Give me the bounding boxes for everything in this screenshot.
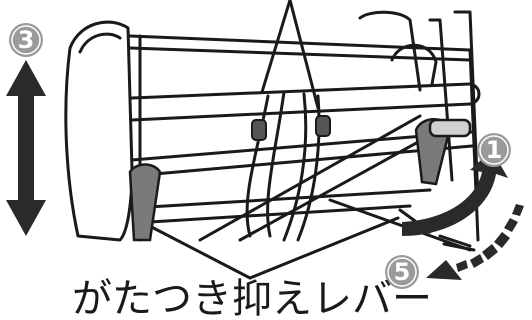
lower-hatch: [438, 234, 476, 252]
strap-right-2: [282, 92, 308, 242]
curved-rotate-arrow: [402, 150, 508, 236]
vertical-double-arrow: [6, 60, 46, 236]
step-marker-5: 5: [385, 255, 419, 289]
step-number-5: 5: [394, 258, 411, 286]
stroller-frame: [64, 0, 481, 280]
pointer-line-top: [260, 0, 292, 94]
right-frame: [453, 10, 480, 202]
cross-brace: [328, 198, 472, 252]
buckle-right: [315, 115, 331, 137]
pointer-line-bottom: [136, 218, 252, 280]
middle-rail-bottom: [130, 144, 474, 178]
diagonal-bar: [198, 114, 422, 242]
lower-rail-2: [148, 204, 412, 224]
seat-back-inner: [78, 32, 122, 54]
middle-rail-top: [130, 130, 474, 162]
pointer-line-bottom-2: [248, 216, 400, 280]
seat-back-panel: [64, 20, 134, 242]
step-number-1: 1: [486, 136, 503, 164]
step-marker-3: 3: [9, 23, 43, 57]
right-clamp: [390, 43, 438, 86]
step-number-3: 3: [18, 26, 35, 54]
upper-bar-2: [128, 46, 472, 62]
pointer-line-top-2: [288, 0, 320, 110]
diagonal-bar-2: [238, 128, 442, 242]
handle-bar-top: [130, 82, 472, 100]
right-frame-3: [358, 10, 422, 92]
rattle-levers: [128, 118, 472, 242]
curved-dashed-arrow: [426, 204, 524, 280]
step-marker-1: 1: [477, 133, 511, 167]
strap-left: [245, 94, 270, 238]
strap-buckles: [251, 115, 331, 141]
lever-caption: がたつき抑えレバー: [72, 276, 432, 320]
dashed-arrow-head: [426, 260, 462, 280]
lever-left: [128, 163, 162, 242]
lower-rail: [130, 188, 432, 210]
clamp-right: [428, 118, 472, 138]
handle-bar-bottom: [130, 102, 472, 122]
buckle-left: [251, 119, 267, 141]
